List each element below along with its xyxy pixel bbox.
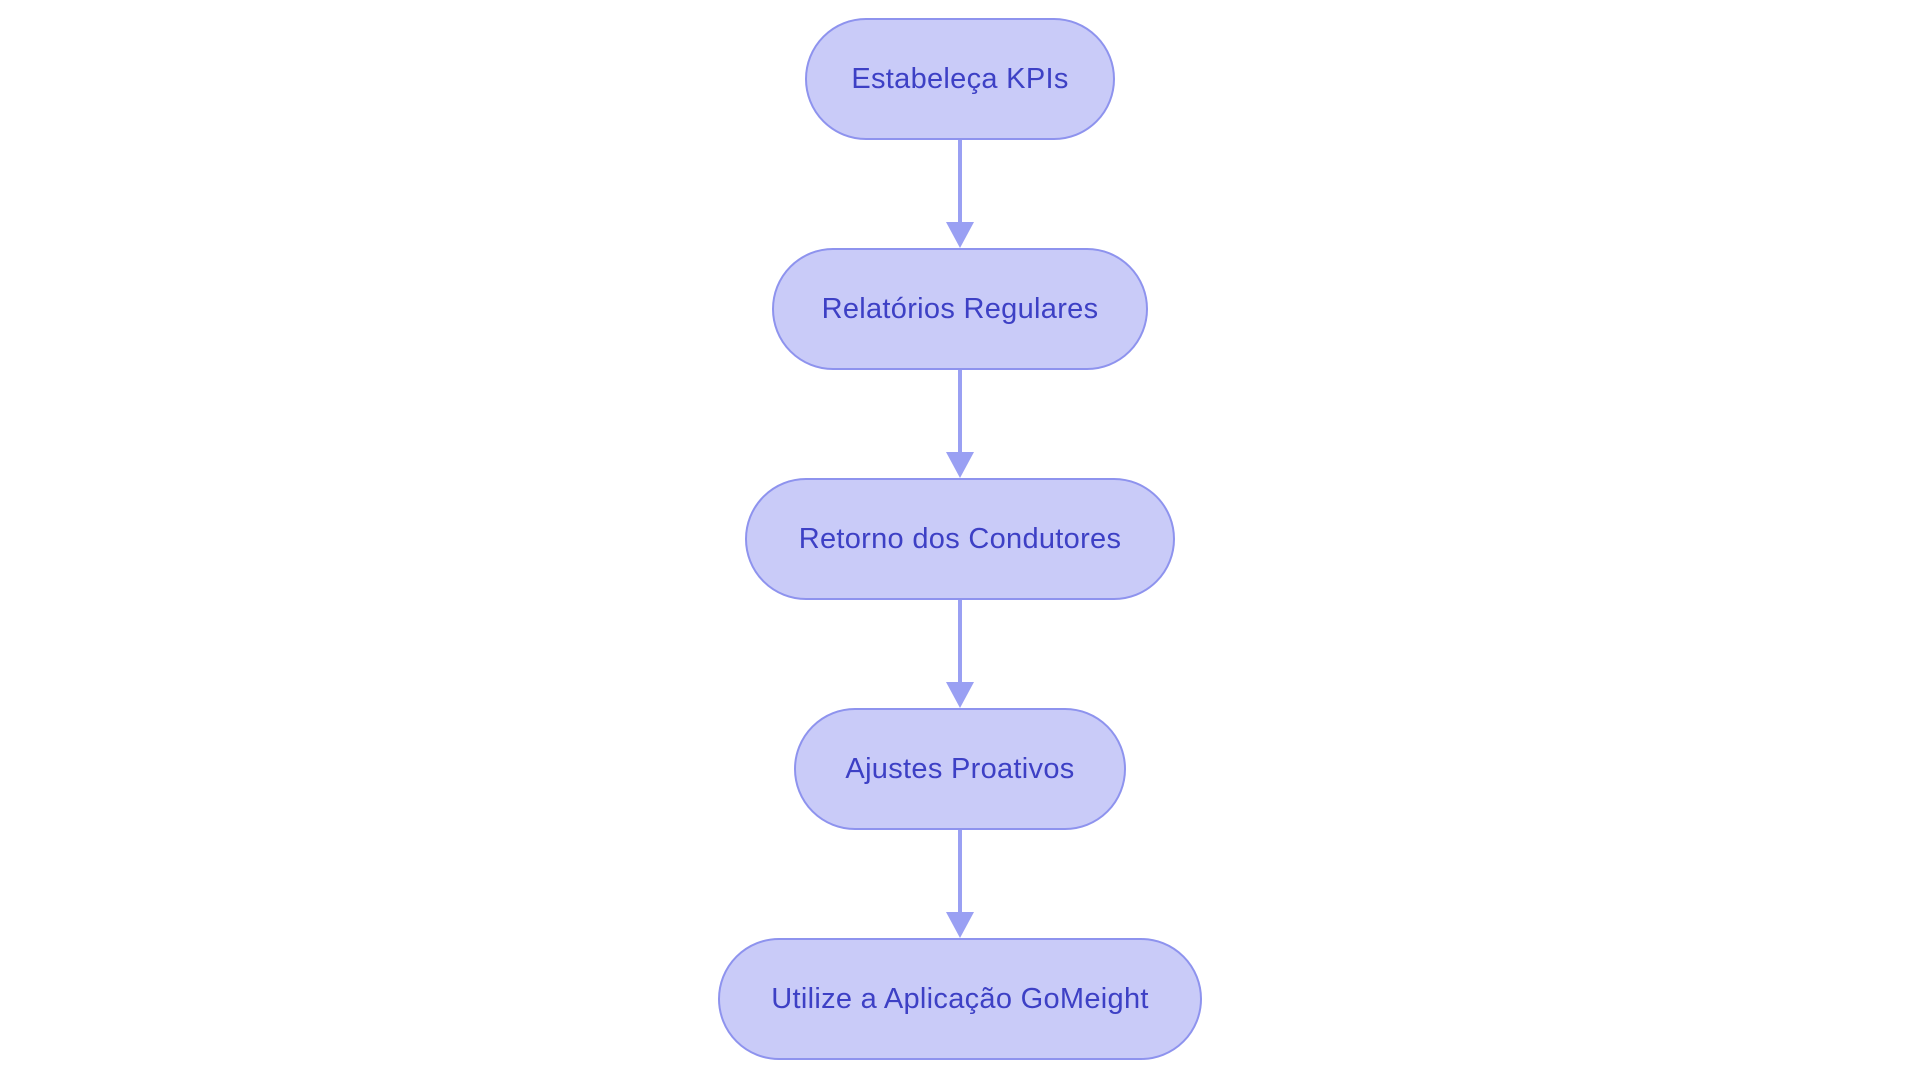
arrow-line — [958, 370, 962, 452]
arrow-line — [958, 140, 962, 222]
flow-edge-n3-n4 — [946, 600, 974, 708]
flow-node-utilize-aplicacao-gomeight: Utilize a Aplicação GoMeight — [718, 938, 1202, 1060]
arrow-head-icon — [946, 222, 974, 248]
flow-edge-n1-n2 — [946, 140, 974, 248]
node-label: Estabeleça KPIs — [851, 62, 1069, 95]
flow-node-relatorios-regulares: Relatórios Regulares — [772, 248, 1148, 370]
arrow-line — [958, 830, 962, 912]
arrow-line — [958, 600, 962, 682]
flow-edge-n4-n5 — [946, 830, 974, 938]
node-label: Utilize a Aplicação GoMeight — [771, 982, 1149, 1015]
arrow-head-icon — [946, 452, 974, 478]
arrow-head-icon — [946, 682, 974, 708]
node-label: Ajustes Proativos — [845, 752, 1075, 785]
flow-node-retorno-dos-condutores: Retorno dos Condutores — [745, 478, 1175, 600]
flow-node-estabeleca-kpis: Estabeleça KPIs — [805, 18, 1115, 140]
node-label: Retorno dos Condutores — [798, 522, 1122, 555]
flow-node-ajustes-proativos: Ajustes Proativos — [794, 708, 1126, 830]
flow-edge-n2-n3 — [946, 370, 974, 478]
arrow-head-icon — [946, 912, 974, 938]
node-label: Relatórios Regulares — [821, 292, 1099, 325]
